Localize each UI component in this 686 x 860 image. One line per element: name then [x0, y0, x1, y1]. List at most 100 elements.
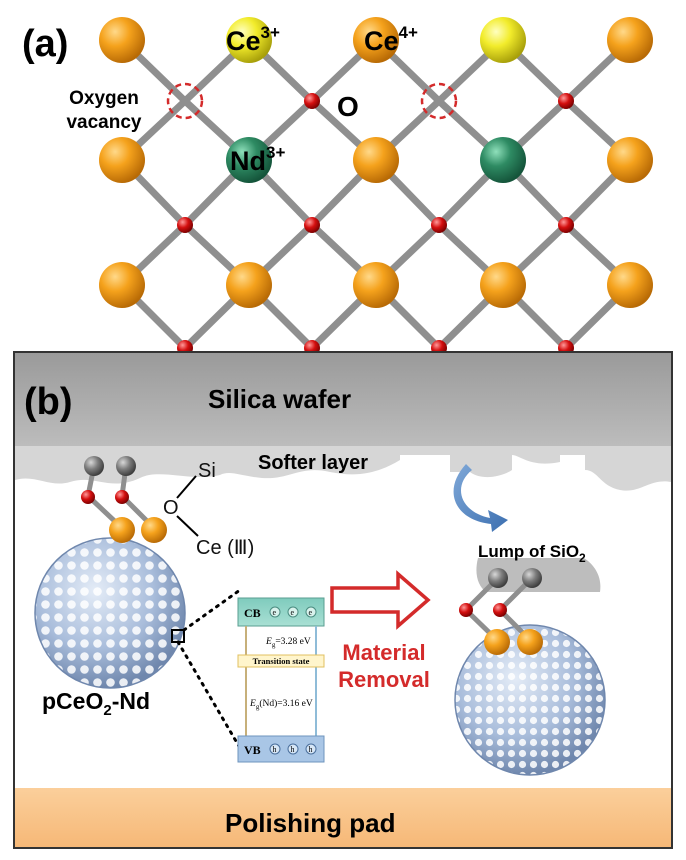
porous-sphere-right-pores — [455, 625, 605, 775]
ce-atom-left-2 — [141, 517, 167, 543]
ce3-atom — [226, 17, 272, 63]
lump-label-sub: 2 — [579, 551, 586, 565]
electron-icon — [269, 606, 281, 618]
panel-b-schematic: Silica wafer Softer layer (b) Polishing … — [13, 351, 673, 849]
hole-symbol: h — [273, 745, 277, 754]
si-atom-left-1 — [84, 456, 104, 476]
vb-label: VB — [244, 743, 261, 757]
eg-subscript: g — [272, 641, 276, 649]
ce4-atom — [353, 17, 399, 63]
electron-symbol: e — [273, 608, 277, 617]
nd3-atom — [226, 137, 272, 183]
transition-state-box — [237, 654, 325, 668]
left-particle — [34, 537, 186, 689]
removal-label-line2: Removal — [338, 667, 430, 692]
cb-label: CB — [244, 606, 261, 620]
vacancy-label-line2: vacancy — [66, 112, 141, 133]
ce3-superscript: 3+ — [261, 23, 280, 42]
lump-label-main: Lump of SiO — [478, 542, 579, 561]
o-atom-right-1 — [459, 603, 473, 617]
removal-label-line1: Material — [342, 640, 425, 665]
silica-wafer — [15, 353, 671, 448]
hole-symbol: h — [291, 745, 295, 754]
zoom-line-top — [182, 588, 242, 632]
oxygen-label: O — [337, 91, 359, 122]
polishing-pad — [15, 788, 671, 847]
ce4-atom — [99, 262, 145, 308]
o-atom-left-1 — [81, 490, 95, 504]
particle-label: pCeO2-Nd — [42, 688, 150, 719]
ce4-base: Ce — [364, 26, 399, 56]
ce4-atom — [607, 137, 653, 183]
ce-atom-right-1 — [484, 629, 510, 655]
nd3-superscript: 3+ — [266, 143, 285, 162]
oxygen-atom — [304, 93, 320, 109]
ce3-base: Ce — [226, 26, 261, 56]
hole-symbol: h — [309, 745, 313, 754]
eg-nd-symbol: E — [249, 699, 256, 709]
eg-label: Eg=3.28 eV — [265, 637, 311, 649]
nd3-label: Nd3+ — [230, 143, 285, 176]
valence-band — [237, 735, 325, 763]
polishing-pad-label: Polishing pad — [225, 808, 395, 838]
hole-icon — [287, 743, 299, 755]
panel-a-label: (a) — [22, 23, 68, 65]
bond-ce-label: Ce (Ⅲ) — [196, 537, 254, 559]
ce4-atom — [99, 17, 145, 63]
curved-arrow-icon — [453, 464, 508, 532]
oxygen-vacancy — [420, 82, 458, 120]
oxygen-atom — [304, 217, 320, 233]
ce3-label: Ce3+ — [226, 23, 280, 56]
hole-icon — [269, 743, 281, 755]
ce4-atom — [99, 137, 145, 183]
oxygen-atom — [177, 217, 193, 233]
ce4-atom — [480, 262, 526, 308]
ce4-atom — [353, 262, 399, 308]
o-atom-right-2 — [493, 603, 507, 617]
ce4-atom — [226, 262, 272, 308]
porous-sphere-left-pores — [35, 538, 185, 688]
eg-value: =3.28 eV — [275, 637, 311, 647]
eg-nd-label: Eg(Nd)=3.16 eV — [249, 698, 313, 711]
electron-symbol: e — [291, 608, 295, 617]
oxygen-atom — [558, 93, 574, 109]
eg-symbol: E — [265, 637, 272, 647]
hole-icon — [305, 743, 317, 755]
particle-label-main: pCeO — [42, 688, 103, 714]
oxygen-vacancy — [166, 82, 204, 120]
right-particle — [454, 624, 606, 776]
lump-label: Lump of SiO2 — [478, 542, 586, 565]
softer-layer — [15, 446, 671, 491]
si-atom-left-2 — [116, 456, 136, 476]
electron-icon — [305, 606, 317, 618]
oxygen-atom — [558, 217, 574, 233]
particle-label-suffix: -Nd — [112, 688, 150, 714]
oxygen-atom — [431, 217, 447, 233]
ce-atom-left-1 — [109, 517, 135, 543]
softer-layer-label: Softer layer — [258, 452, 368, 474]
ce3-atom — [480, 17, 526, 63]
nd3-atom — [480, 137, 526, 183]
ce4-atom — [353, 137, 399, 183]
particle-label-sub: 2 — [103, 702, 111, 719]
ce4-label: Ce4+ — [364, 23, 418, 56]
electron-symbol: e — [309, 608, 313, 617]
si-atom-right-1 — [488, 568, 508, 588]
vacancy-label-line1: Oxygen — [69, 88, 139, 109]
bond-o-label: O — [163, 497, 179, 519]
transition-state-label: Transition state — [253, 656, 310, 666]
ce4-atom — [607, 262, 653, 308]
removal-arrow — [330, 570, 431, 630]
ce4-superscript: 4+ — [399, 23, 418, 42]
panel-b-label: (b) — [24, 381, 73, 423]
electron-icon — [287, 606, 299, 618]
si-o-ce-bond-sketch — [176, 475, 199, 537]
bond-si-label: Si — [198, 460, 216, 482]
o-atom-left-2 — [115, 490, 129, 504]
si-atom-right-2 — [522, 568, 542, 588]
wafer-label: Silica wafer — [208, 384, 351, 414]
eg-nd-value: (Nd)=3.16 eV — [259, 698, 313, 709]
